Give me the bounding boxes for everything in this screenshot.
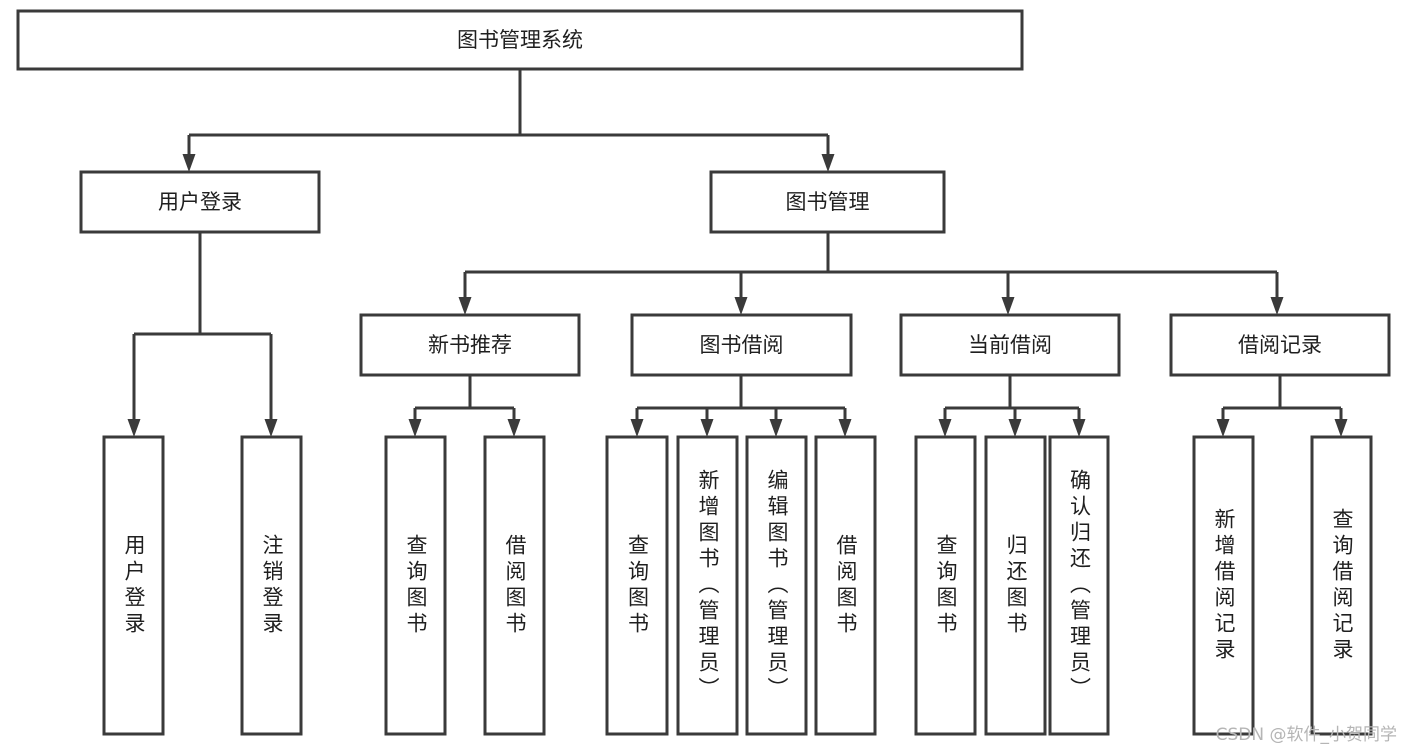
- arrow-head-icon: [1008, 419, 1022, 437]
- arrow-head-icon: [700, 419, 714, 437]
- arrow-head-icon: [734, 297, 748, 315]
- node-level1-book-manage[interactable]: [709, 170, 946, 234]
- arrow-head-icon: [127, 419, 141, 437]
- node-leaf-leaf-add-borrow-record[interactable]: [1192, 435, 1255, 736]
- label-user-login: 用户登录: [158, 190, 242, 214]
- arrow-head-icon: [1334, 419, 1348, 437]
- node-leaf-leaf-user-login[interactable]: [102, 435, 165, 736]
- arrow-head-icon: [938, 419, 952, 437]
- arrow-head-icon: [264, 419, 278, 437]
- connector-layer: [127, 69, 1348, 437]
- arrow-head-icon: [182, 154, 196, 172]
- arrow-head-icon: [769, 419, 783, 437]
- arrow-head-icon: [838, 419, 852, 437]
- node-leaf-leaf-query-borrow-record[interactable]: [1310, 435, 1373, 736]
- connector-user-login-to-leaves: [127, 232, 278, 437]
- node-level2-borrow-record[interactable]: [1169, 313, 1391, 377]
- arrow-head-icon: [1270, 297, 1284, 315]
- arrow-head-icon: [1001, 297, 1015, 315]
- arrow-head-icon: [507, 419, 521, 437]
- label-current-borrow: 当前借阅: [968, 333, 1052, 357]
- connector-recommend-to-leaves: [408, 375, 521, 437]
- arrow-head-icon: [408, 419, 422, 437]
- label-book-borrow: 图书借阅: [700, 333, 784, 357]
- node-level2-current-borrow[interactable]: [899, 313, 1121, 377]
- connector-line: [413, 375, 516, 421]
- arrow-head-icon: [1216, 419, 1230, 437]
- connector-line: [132, 232, 273, 421]
- node-leaf-leaf-borrow-book-recommend[interactable]: [483, 435, 546, 736]
- label-book-manage: 图书管理: [786, 190, 870, 214]
- node-level2-new-book-recommend[interactable]: [359, 313, 581, 377]
- connector-book-manage-to-level2: [458, 232, 1284, 315]
- node-leaf-leaf-query-book-recommend[interactable]: [384, 435, 447, 736]
- arrow-head-icon: [458, 297, 472, 315]
- connector-borrow-to-leaves: [630, 375, 852, 437]
- label-root: 图书管理系统: [457, 28, 583, 52]
- node-leaf-leaf-query-book-current[interactable]: [914, 435, 977, 736]
- arrow-head-icon: [1072, 419, 1086, 437]
- connector-line: [1221, 375, 1343, 421]
- connector-root-to-level1: [182, 69, 835, 172]
- node-level2-book-borrow[interactable]: [630, 313, 853, 377]
- node-leaf-leaf-query-book-borrow[interactable]: [605, 435, 669, 736]
- node-leaf-leaf-return-book[interactable]: [984, 435, 1047, 736]
- watermark-text: CSDN @软件_小贺同学: [1215, 725, 1397, 745]
- connector-line: [463, 232, 1279, 299]
- node-root-root[interactable]: [16, 9, 1024, 71]
- connector-record-to-leaves: [1216, 375, 1348, 437]
- node-box-layer: [16, 9, 1391, 736]
- node-leaf-leaf-confirm-return[interactable]: [1048, 435, 1110, 736]
- arrow-head-icon: [630, 419, 644, 437]
- connector-line: [635, 375, 847, 421]
- node-leaf-leaf-logout[interactable]: [240, 435, 303, 736]
- connector-line: [943, 375, 1081, 421]
- node-level1-user-login[interactable]: [79, 170, 321, 234]
- connector-current-to-leaves: [938, 375, 1086, 437]
- arrow-head-icon: [821, 154, 835, 172]
- connector-line: [187, 69, 830, 156]
- label-new-book-recommend: 新书推荐: [428, 333, 512, 357]
- node-leaf-leaf-edit-book[interactable]: [745, 435, 808, 736]
- label-borrow-record: 借阅记录: [1238, 333, 1322, 357]
- node-leaf-leaf-borrow-book[interactable]: [814, 435, 877, 736]
- node-leaf-leaf-add-book[interactable]: [676, 435, 739, 736]
